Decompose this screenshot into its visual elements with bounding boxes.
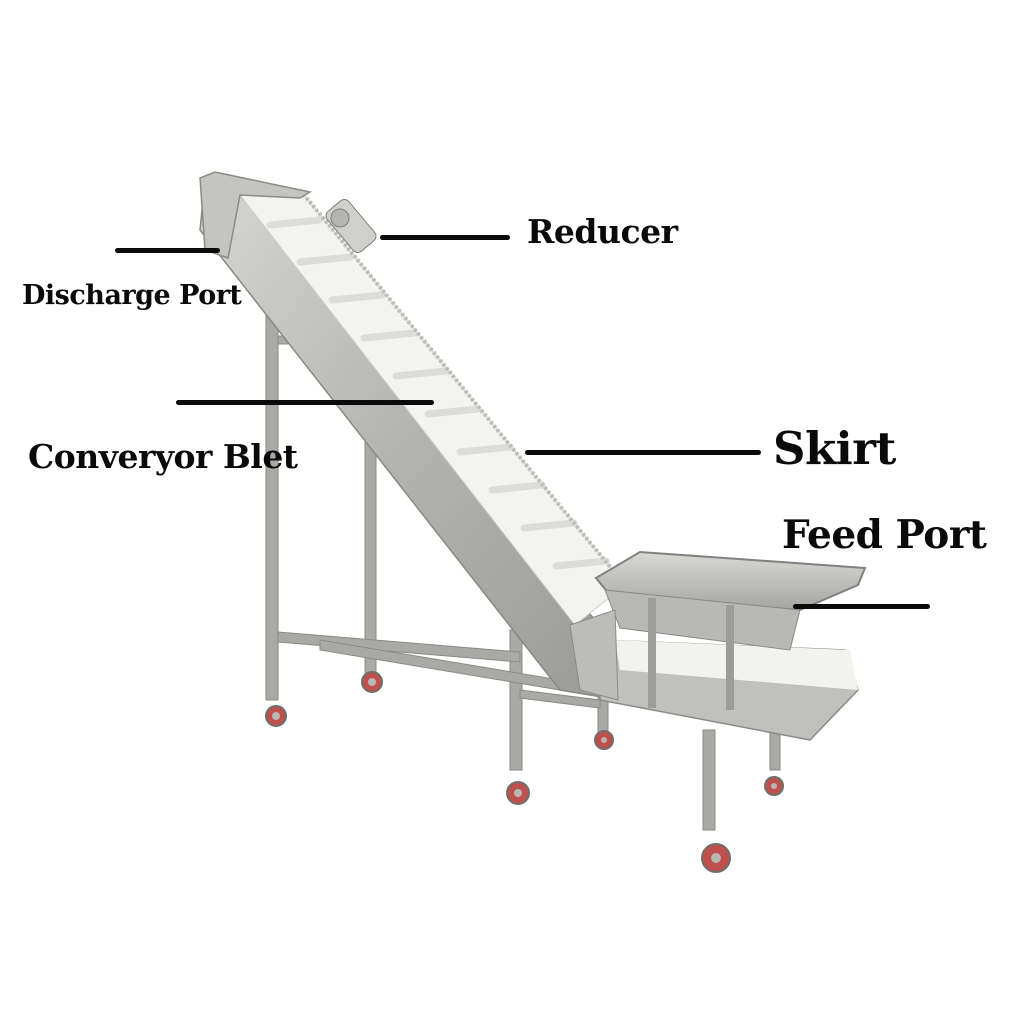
label-feed-port: Feed Port [782, 512, 987, 558]
belt-surface [239, 189, 626, 626]
label-discharge-port: Discharge Port [22, 280, 242, 311]
label-conveyor-belt: Converyor Blet [28, 437, 298, 476]
skirt-leader-line [525, 450, 761, 455]
label-reducer: Reducer [527, 212, 678, 251]
label-skirt: Skirt [773, 422, 896, 475]
conveyor-belt-leader-line [176, 400, 434, 405]
discharge-port-leader-line [115, 248, 220, 253]
feed-port-leader-line [793, 604, 930, 609]
reducer-leader-line [380, 235, 510, 240]
reducer-motor [325, 199, 377, 253]
